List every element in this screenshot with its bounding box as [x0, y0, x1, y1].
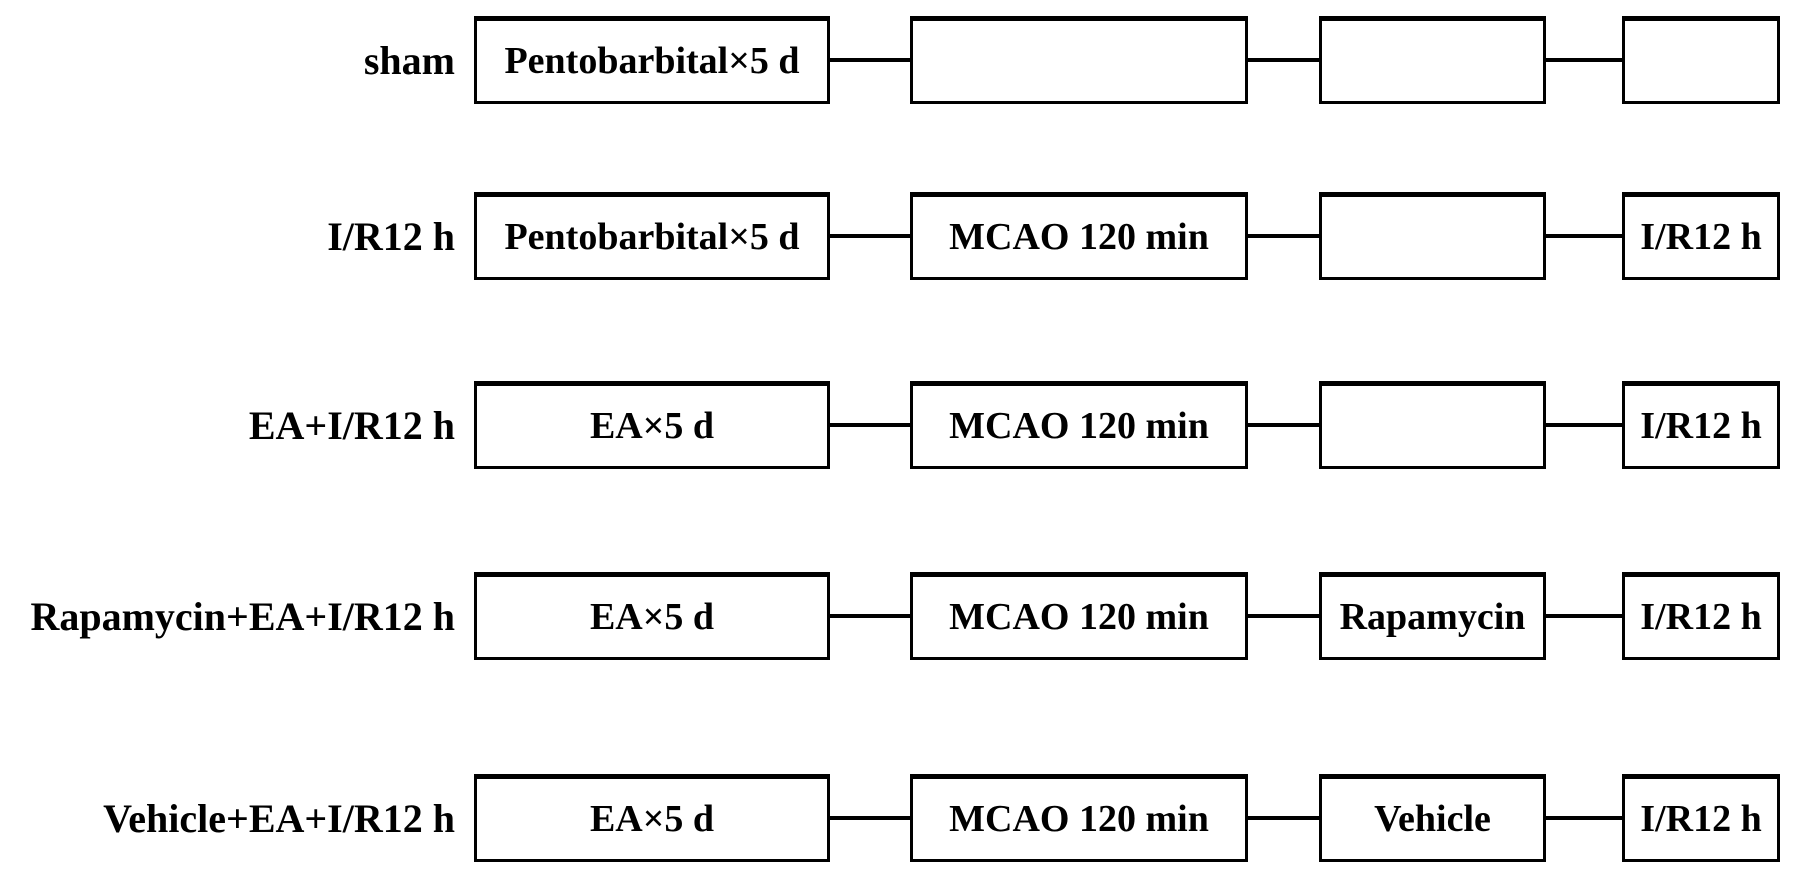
stage-box-surgery: [910, 16, 1248, 104]
connector-line: [1246, 816, 1321, 820]
group-label: EA+I/R12 h: [248, 402, 455, 448]
stage-box-surgery: MCAO 120 min: [910, 572, 1248, 660]
connector-line: [828, 234, 912, 238]
stage-box-surgery: MCAO 120 min: [910, 774, 1248, 862]
connector-line: [1246, 423, 1321, 427]
experiment-row-sham: sham Pentobarbital×5 d: [0, 16, 1795, 104]
stage-box-pretreatment: EA×5 d: [474, 774, 830, 862]
connector-line: [1544, 58, 1624, 62]
experiment-row-rapamycin-ea-ir12h: Rapamycin+EA+I/R12 h EA×5 d MCAO 120 min…: [0, 572, 1795, 660]
connector-line: [1246, 614, 1321, 618]
group-label: Vehicle+EA+I/R12 h: [103, 795, 455, 841]
stage-box-pretreatment: EA×5 d: [474, 381, 830, 469]
connector-line: [1544, 234, 1624, 238]
stage-box-pretreatment: Pentobarbital×5 d: [474, 16, 830, 104]
stage-box-reperfusion: I/R12 h: [1622, 192, 1780, 280]
group-label: sham: [363, 37, 455, 83]
stage-box-drug: Rapamycin: [1319, 572, 1546, 660]
stage-box-surgery: MCAO 120 min: [910, 192, 1248, 280]
stage-box-pretreatment: Pentobarbital×5 d: [474, 192, 830, 280]
connector-line: [1544, 614, 1624, 618]
stage-box-drug: [1319, 192, 1546, 280]
connector-line: [828, 816, 912, 820]
stage-box-reperfusion: [1622, 16, 1780, 104]
group-label: Rapamycin+EA+I/R12 h: [30, 593, 455, 639]
connector-line: [828, 423, 912, 427]
connector-line: [828, 614, 912, 618]
connector-line: [828, 58, 912, 62]
connector-line: [1544, 423, 1624, 427]
stage-box-reperfusion: I/R12 h: [1622, 572, 1780, 660]
experiment-row-vehicle-ea-ir12h: Vehicle+EA+I/R12 h EA×5 d MCAO 120 min V…: [0, 774, 1795, 862]
experiment-row-ea-ir12h: EA+I/R12 h EA×5 d MCAO 120 min I/R12 h: [0, 381, 1795, 469]
stage-box-drug: Vehicle: [1319, 774, 1546, 862]
stage-box-pretreatment: EA×5 d: [474, 572, 830, 660]
stage-box-reperfusion: I/R12 h: [1622, 381, 1780, 469]
stage-box-drug: [1319, 16, 1546, 104]
stage-box-surgery: MCAO 120 min: [910, 381, 1248, 469]
connector-line: [1246, 58, 1321, 62]
group-label: I/R12 h: [327, 213, 455, 259]
connector-line: [1246, 234, 1321, 238]
connector-line: [1544, 816, 1624, 820]
stage-box-drug: [1319, 381, 1546, 469]
stage-box-reperfusion: I/R12 h: [1622, 774, 1780, 862]
experiment-row-ir12h: I/R12 h Pentobarbital×5 d MCAO 120 min I…: [0, 192, 1795, 280]
